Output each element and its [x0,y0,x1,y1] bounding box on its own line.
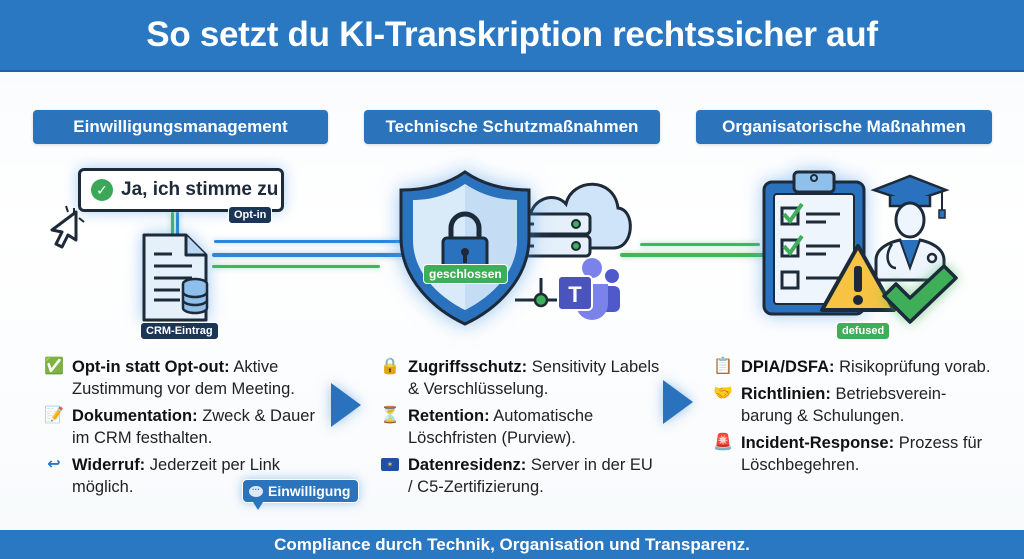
chat-bubble-icon: ··· [249,485,263,497]
trainer-graduate-icon [870,174,950,282]
item-heading: Retention: [408,407,490,425]
list-item: 🔒 Zugriffsschutz: Sensitivity Labels & V… [380,356,660,400]
list-item: ↩ Widerruf: Jederzeit per Link möglich. [44,454,334,498]
item-heading: Datenresidenz: [408,456,527,474]
eu-flag-icon: ✶ [380,454,400,498]
svg-text:T: T [568,282,582,307]
item-text: Prozess für Löschbegehren. [741,434,983,474]
connector-line [640,243,760,246]
consent-button[interactable]: ✓ Ja, ich stimme zu [78,168,284,212]
security-shield-icon [399,170,531,326]
consent-measures-list: ✅ Opt-in statt Opt-out: Aktive Zustimmun… [44,356,334,503]
check-circle-icon: ✓ [91,179,113,201]
item-heading: DPIA/DSFA: [741,358,835,376]
lock-icon: 🔒 [380,358,400,375]
siren-icon: 🚨 [713,434,733,451]
column-title-consent: Einwilligungsmanagement [33,110,328,144]
opt-in-tag: Opt-in [228,206,273,224]
item-text: Betriebsverein-barung & Schulungen. [741,385,947,425]
column-title-organisational: Organisatorische Maßnahmen [696,110,992,144]
list-item: 📝 Dokumentation: Zweck & Dauer im CRM fe… [44,405,334,449]
list-item: 🤝 Richtlinien: Betriebsverein-barung & S… [713,383,993,427]
item-text: Automatische Löschfristen (Purview). [408,407,594,447]
list-item: ⏳ Retention: Automatische Löschfristen (… [380,405,660,449]
footer-banner: Compliance durch Technik, Organisation u… [0,530,1024,559]
bubble-label: Einwilligung [268,483,351,499]
locked-status-tag: geschlossen [423,264,508,284]
clipboard-icon: 📋 [713,358,733,375]
column-title-technical: Technische Schutzmaßnahmen [364,110,660,144]
item-text: Jederzeit per Link möglich. [72,456,281,496]
item-heading: Zugriffsschutz: [408,358,528,376]
connector-line [171,212,174,236]
large-checkmark-icon [882,264,958,324]
organisational-measures-list: 📋 DPIA/DSFA: Risikoprüfung vorab. 🤝 Rich… [713,356,993,481]
network-node-icon [515,278,567,308]
page-title: So setzt du KI-Transkription rechtssiche… [146,15,878,54]
undo-arrow-icon: ↩ [47,456,61,473]
item-heading: Richtlinien: [741,385,831,403]
item-text: Zweck & Dauer im CRM festhalten. [72,407,315,447]
footer-tagline: Compliance durch Technik, Organisation u… [274,534,750,554]
document-database-icon [142,233,209,322]
technical-measures-list: 🔒 Zugriffsschutz: Sensitivity Labels & V… [380,356,660,503]
connector-line [176,212,179,236]
item-text: Aktive Zustimmung vor dem Meeting. [72,358,295,398]
microsoft-teams-icon: T [557,258,620,320]
cloud-server-icon [515,182,632,258]
flow-arrow-right-icon [663,380,693,424]
connector-line [212,253,412,257]
list-item: 🚨 Incident-Response: Prozess für Löschbe… [713,432,993,476]
hourglass-icon: ⏳ [380,407,400,424]
handshake-icon: 🤝 [713,385,733,402]
crm-entry-tag: CRM-Eintrag [140,322,219,340]
item-text: Server in der EU / C5-Zertifizierung. [408,456,653,496]
list-item: ✅ Opt-in statt Opt-out: Aktive Zustimmun… [44,356,334,400]
warning-triangle-icon [820,244,896,312]
consent-button-label: Ja, ich stimme zu [121,179,279,200]
header-banner: So setzt du KI-Transkription rechtssiche… [0,0,1024,72]
item-heading: Incident-Response: [741,434,895,452]
memo-pencil-icon: 📝 [44,407,64,424]
item-heading: Opt-in statt Opt-out: [72,358,230,376]
list-item: 📋 DPIA/DSFA: Risikoprüfung vorab. [713,356,993,378]
list-item: ✶ Datenresidenz: Server in der EU / C5-Z… [380,454,660,498]
consent-speech-bubble: ··· Einwilligung [242,479,360,510]
connector-line [214,240,414,243]
mouse-cursor-icon [50,205,85,249]
connector-line [620,253,765,257]
check-mark-icon: ✅ [44,358,64,375]
item-text: Sensitivity Labels & Verschlüsselung. [408,358,660,398]
connector-line [212,265,380,268]
defused-tag: defused [836,322,891,340]
item-heading: Widerruf: [72,456,146,474]
item-heading: Dokumentation: [72,407,198,425]
item-text: Risikoprüfung vorab. [839,358,991,376]
flow-arrow-right-icon [331,383,361,427]
